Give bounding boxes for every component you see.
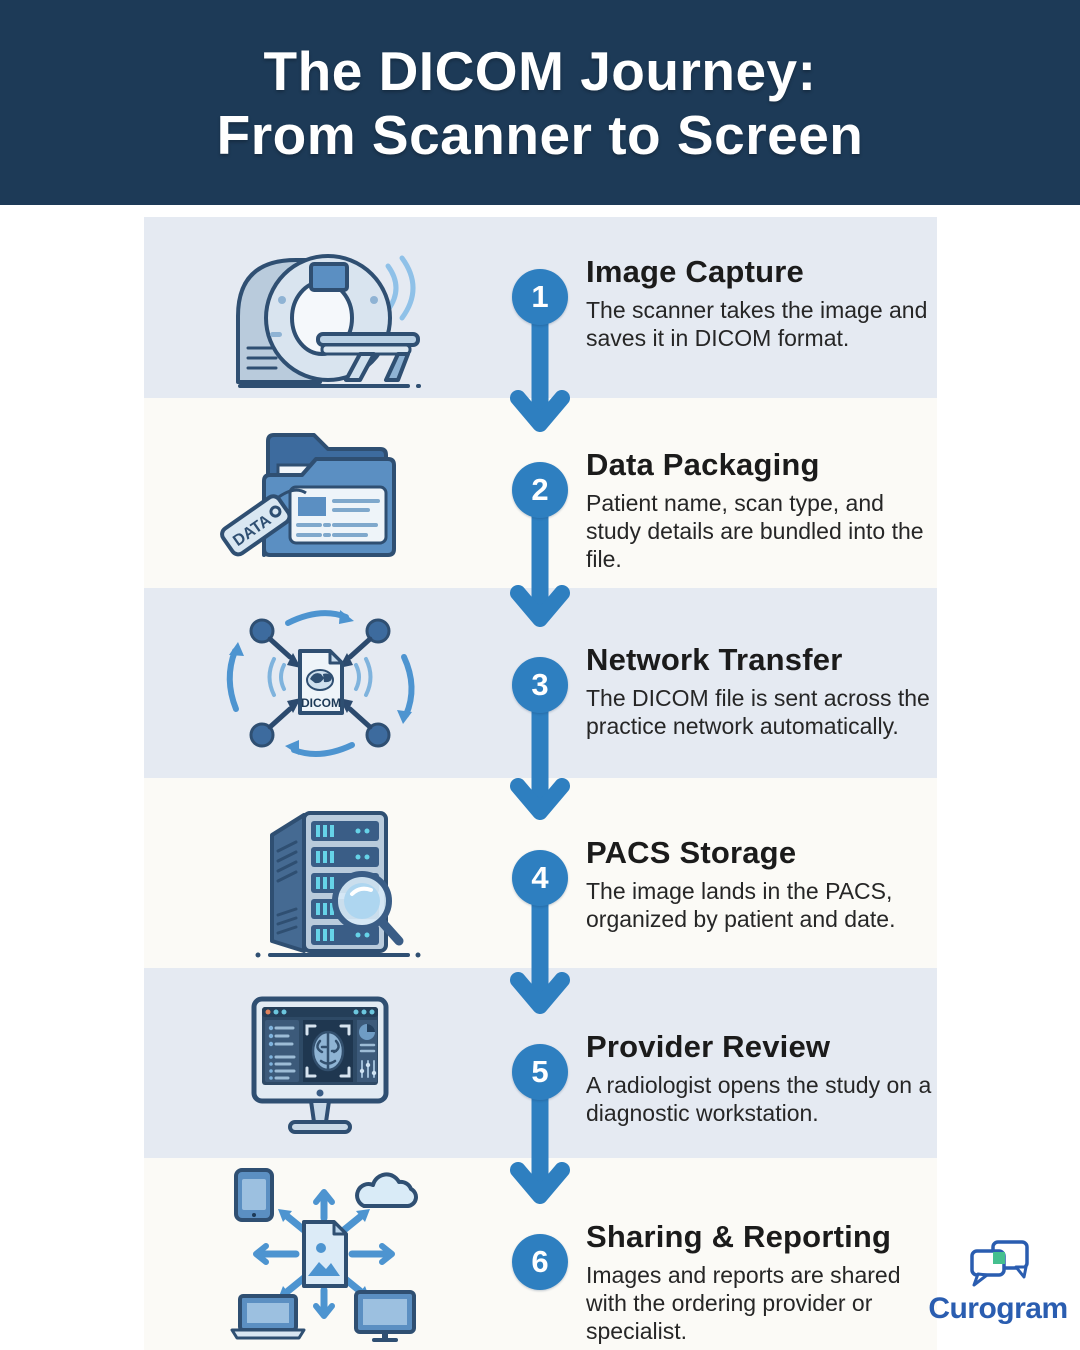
step-5-text: Provider Review A radiologist opens the … (586, 1028, 956, 1127)
step-number-badge-2: 2 (512, 462, 568, 518)
step-number-badge-5: 5 (512, 1044, 568, 1100)
step-number-4: 4 (531, 860, 549, 895)
step-3-text: Network Transfer The DICOM file is sent … (586, 641, 956, 740)
step-4-description: The image lands in the PACS, organized b… (586, 878, 896, 932)
step-number-badge-6: 6 (512, 1234, 568, 1290)
step-4-text: PACS Storage The image lands in the PACS… (586, 834, 956, 933)
brand-name: Curogram (928, 1292, 1068, 1325)
step-1-text: Image Capture The scanner takes the imag… (586, 253, 956, 352)
workstation-icon (251, 996, 389, 1134)
header: The DICOM Journey: From Scanner to Scree… (0, 0, 1080, 205)
step-1-icon-area (208, 220, 432, 396)
data-folder-icon: DATA (220, 433, 396, 557)
step-3-description: The DICOM file is sent across the practi… (586, 685, 930, 739)
step-2-description: Patient name, scan type, and study detai… (586, 490, 924, 572)
server-storage-icon (255, 811, 421, 958)
step-number-2: 2 (531, 472, 549, 507)
step-number-3: 3 (531, 667, 549, 702)
step-1-description: The scanner takes the image and saves it… (586, 297, 928, 351)
step-6-title: Sharing & Reporting (586, 1219, 892, 1254)
step-number-6: 6 (531, 1244, 549, 1279)
page-title-line1: The DICOM Journey: (263, 39, 817, 102)
sharing-devices-icon (230, 1168, 418, 1342)
step-6-icon-area (208, 1164, 432, 1344)
brand-logo: Curogram (916, 1238, 1080, 1326)
page-title-line2: From Scanner to Screen (216, 103, 864, 166)
step-4-icon-area (208, 783, 432, 963)
step-2-title: Data Packaging (586, 447, 820, 482)
data-tag: DATA (220, 494, 292, 557)
dicom-file-label: DICOM (301, 696, 341, 710)
step-5-title: Provider Review (586, 1029, 831, 1064)
step-3-title: Network Transfer (586, 642, 843, 677)
step-number-badge-4: 4 (512, 850, 568, 906)
step-6-text: Sharing & Reporting Images and reports a… (586, 1218, 956, 1345)
step-number-badge-3: 3 (512, 657, 568, 713)
step-4-title: PACS Storage (586, 835, 797, 870)
step-1-title: Image Capture (586, 254, 804, 289)
step-5-description: A radiologist opens the study on a diagn… (586, 1072, 932, 1126)
step-2-icon-area: DATA (208, 403, 432, 583)
step-3-icon-area: DICOM (208, 593, 432, 773)
step-number-badge-1: 1 (512, 269, 568, 325)
step-number-5: 5 (531, 1054, 549, 1089)
step-6-description: Images and reports are shared with the o… (586, 1262, 901, 1344)
step-2-text: Data Packaging Patient name, scan type, … (586, 446, 956, 573)
ct-scanner-icon (236, 253, 421, 388)
magnifier-icon (332, 871, 404, 946)
step-number-1: 1 (531, 279, 549, 314)
network-transfer-icon: DICOM (226, 610, 415, 757)
step-5-icon-area (208, 973, 432, 1153)
curogram-logo-icon (970, 1240, 1029, 1287)
